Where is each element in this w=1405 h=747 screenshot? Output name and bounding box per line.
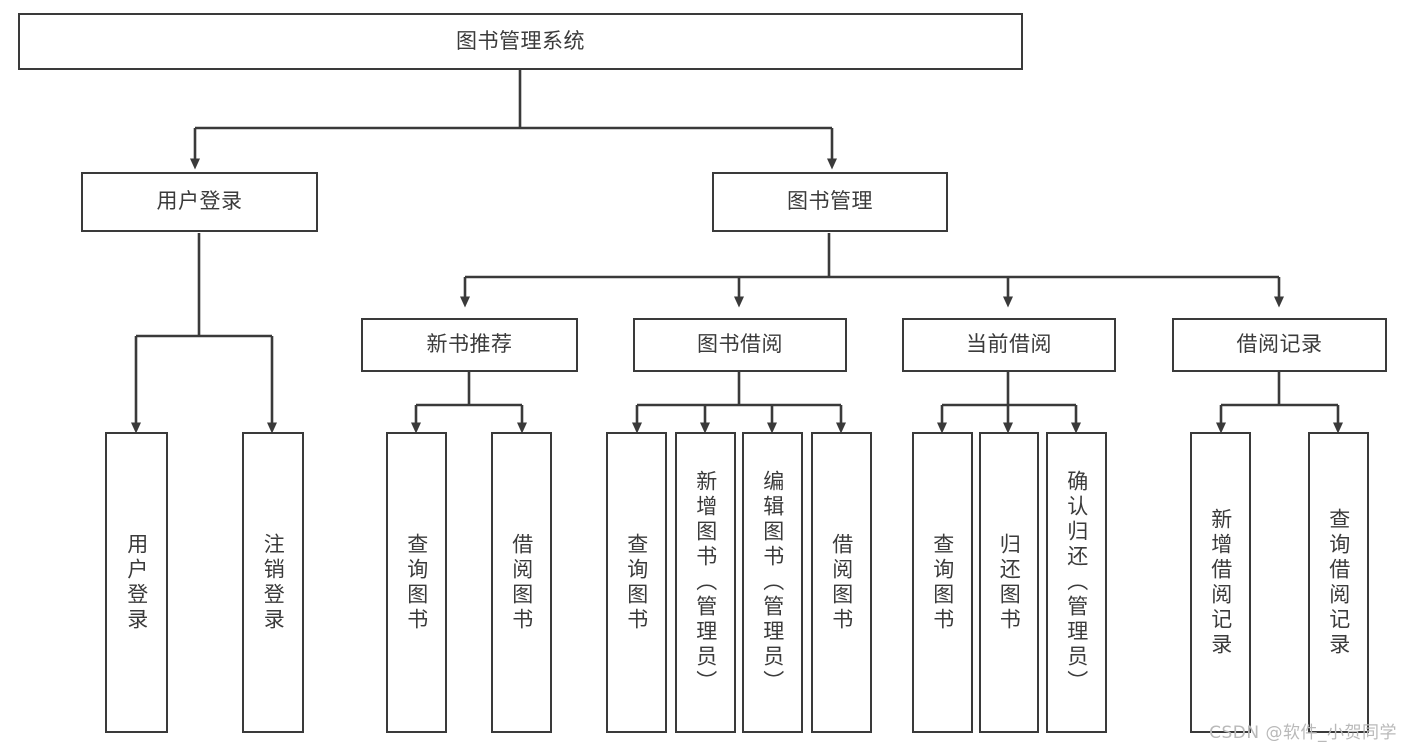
leaf-label: 归还图书 [997, 532, 1022, 633]
leaf-label: 确认归还（管理员） [1064, 470, 1089, 695]
leaf-label: 借阅图书 [509, 532, 534, 633]
leaf-label: 注销登录 [261, 532, 286, 633]
leaf-label: 新增图书（管理员） [693, 470, 718, 695]
csdn-watermark: CSDN @软件_小贺同学 [1209, 723, 1397, 743]
leaf-label: 查询图书 [930, 532, 955, 633]
leaf-label: 编辑图书（管理员） [760, 470, 785, 695]
leaf-current-query-book[interactable]: 查询图书 [912, 432, 973, 733]
leaf-label: 新增借阅记录 [1208, 507, 1233, 658]
leaf-record-query[interactable]: 查询借阅记录 [1308, 432, 1369, 733]
leaf-user-login-signin[interactable]: 用户登录 [105, 432, 168, 733]
leaf-label: 查询图书 [624, 532, 649, 633]
leaf-borrow-edit-book-admin[interactable]: 编辑图书（管理员） [742, 432, 803, 733]
leaf-label: 借阅图书 [829, 532, 854, 633]
leaf-borrow-borrow-book[interactable]: 借阅图书 [811, 432, 872, 733]
leaf-borrow-query-book[interactable]: 查询图书 [606, 432, 667, 733]
leaf-label: 用户登录 [124, 532, 149, 633]
leaf-current-confirm-return-admin[interactable]: 确认归还（管理员） [1046, 432, 1107, 733]
node-borrow-record[interactable]: 借阅记录 [1172, 318, 1387, 372]
leaf-new-book-borrow[interactable]: 借阅图书 [491, 432, 552, 733]
node-user-login[interactable]: 用户登录 [81, 172, 318, 232]
leaf-current-return-book[interactable]: 归还图书 [979, 432, 1039, 733]
leaf-label: 查询借阅记录 [1326, 507, 1351, 658]
node-book-borrow[interactable]: 图书借阅 [633, 318, 847, 372]
node-book-management[interactable]: 图书管理 [712, 172, 948, 232]
leaf-label: 查询图书 [404, 532, 429, 633]
node-current-borrow[interactable]: 当前借阅 [902, 318, 1116, 372]
leaf-borrow-add-book-admin[interactable]: 新增图书（管理员） [675, 432, 736, 733]
node-root-system[interactable]: 图书管理系统 [18, 13, 1023, 70]
leaf-user-login-signout[interactable]: 注销登录 [242, 432, 304, 733]
leaf-record-add[interactable]: 新增借阅记录 [1190, 432, 1251, 733]
leaf-new-book-query[interactable]: 查询图书 [386, 432, 447, 733]
node-new-book-recommend[interactable]: 新书推荐 [361, 318, 578, 372]
